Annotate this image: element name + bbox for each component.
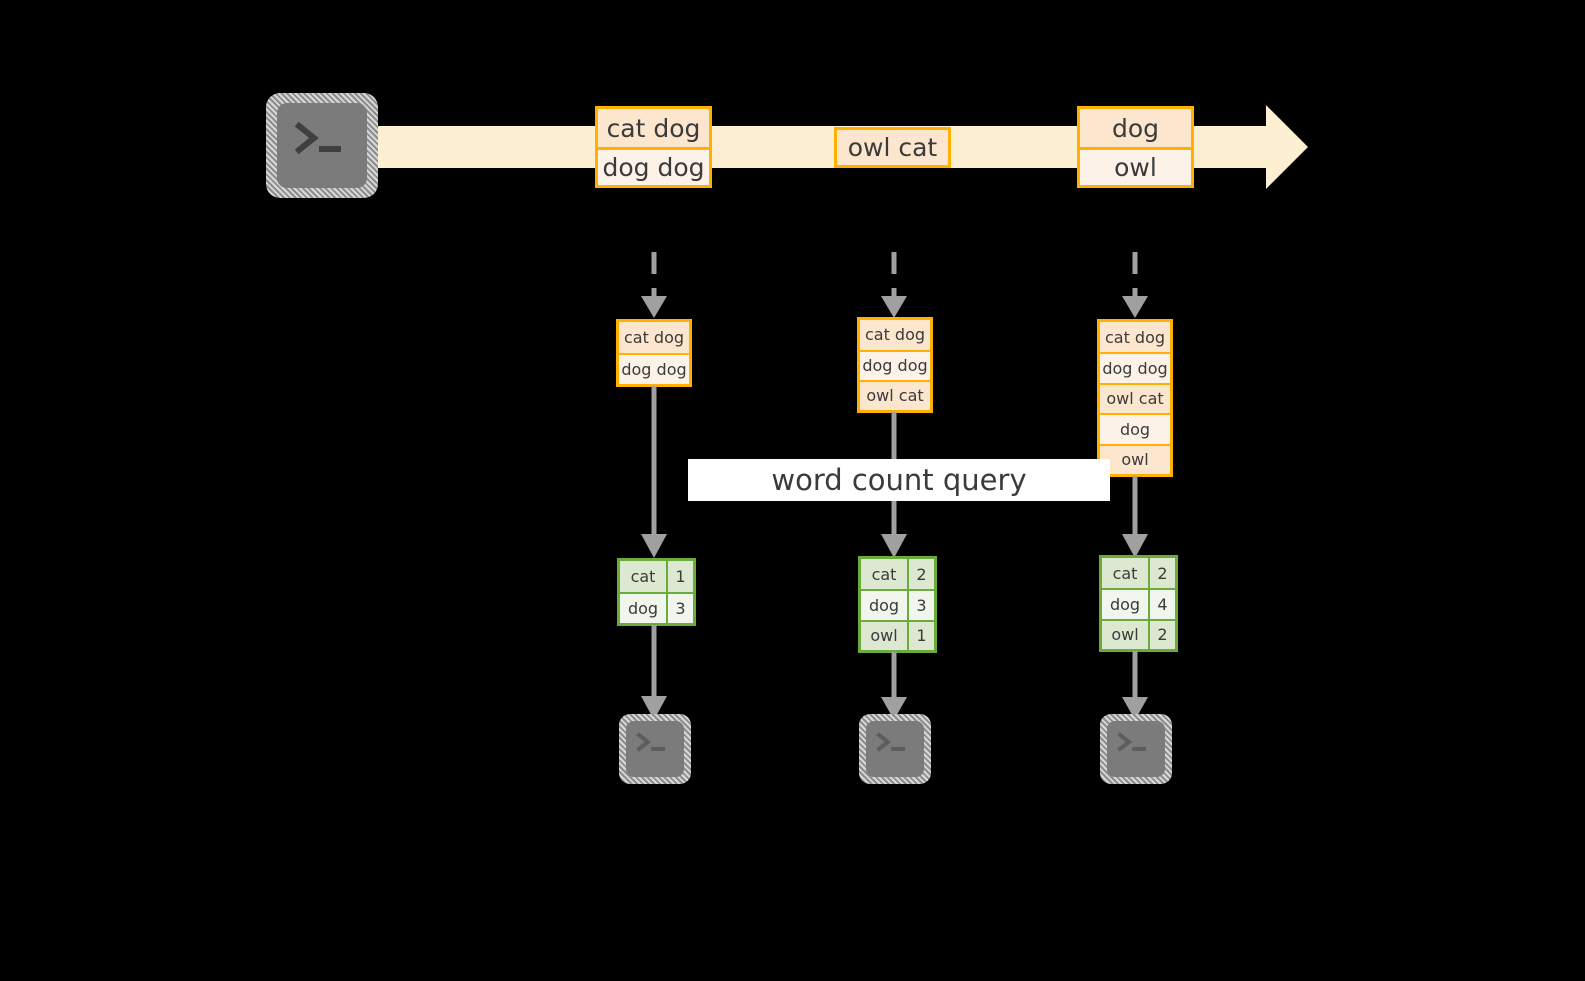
result-count: 4 [1148,590,1175,619]
result-word: cat [1102,558,1148,589]
result-table-col1[interactable]: cat 1 dog 3 [617,558,696,626]
state-row: owl cat [1100,382,1170,413]
state-row: cat dog [1104,327,1166,347]
table-row: dog 3 [861,589,934,620]
state-row: owl cat [860,379,930,410]
result-count: 3 [666,594,693,623]
stream-message-3[interactable]: dog owl [1077,106,1194,188]
terminal-prompt-icon [636,732,665,752]
state-row: owl [1100,443,1170,474]
stream-message-line: owl cat [847,133,938,162]
sink-arrow-col2 [881,652,907,720]
table-row: cat 1 [620,561,693,592]
query-arrow-col3 [1122,476,1148,558]
state-stack-col3[interactable]: cat dog dog dog owl cat dog owl [1097,319,1173,477]
stream-message-line: cat dog [606,113,701,143]
sink-terminal-col2[interactable] [859,714,931,784]
dashed-arrow-col3 [1122,252,1148,318]
result-word: dog [620,594,666,623]
result-count: 1 [666,561,693,592]
result-table-col3[interactable]: cat 2 dog 4 owl 2 [1099,555,1178,652]
table-row: dog 4 [1102,588,1175,619]
sink-arrow-col3 [1122,651,1148,720]
stream-message-2[interactable]: owl cat [834,127,951,168]
result-word: dog [861,591,907,620]
result-table-col2[interactable]: cat 2 dog 3 owl 1 [858,556,937,653]
state-row: cat dog [623,328,685,347]
result-word: cat [861,559,907,590]
state-row: dog [1100,413,1170,444]
terminal-body [277,103,367,188]
state-row: dog dog [619,353,689,384]
state-stack-col1[interactable]: cat dog dog dog [616,319,692,387]
result-word: owl [1102,620,1148,649]
table-row: owl 2 [1102,618,1175,649]
stream-message-1[interactable]: cat dog dog dog [595,106,712,188]
table-row: cat 2 [1102,558,1175,589]
result-count: 2 [1148,620,1175,649]
result-count: 3 [907,591,934,620]
result-word: cat [620,561,666,592]
state-stack-col2[interactable]: cat dog dog dog owl cat [857,317,933,413]
stream-arrowhead [1266,105,1308,189]
dashed-arrow-col1 [641,252,667,318]
query-label-text: word count query [771,463,1027,497]
state-row: cat dog [864,325,926,345]
terminal-prompt-icon [294,121,341,155]
table-row: owl 1 [861,619,934,650]
table-row: cat 2 [861,559,934,590]
terminal-prompt-icon [876,732,905,752]
result-word: dog [1102,590,1148,619]
result-count: 2 [907,559,934,590]
result-count: 1 [907,621,934,650]
state-row: dog dog [860,349,930,380]
result-count: 2 [1148,558,1175,589]
sink-arrow-col1 [641,625,667,720]
result-word: owl [861,621,907,650]
sink-terminal-col1[interactable] [619,714,691,784]
terminal-prompt-icon [1117,732,1146,752]
stream-message-line: dog [1111,113,1160,143]
state-row: dog dog [1100,352,1170,383]
query-arrow-col1 [641,386,667,558]
stream-source-terminal[interactable] [266,93,378,198]
sink-terminal-col3[interactable] [1100,714,1172,784]
stream-message-line: dog dog [598,147,709,185]
query-label: word count query [688,459,1110,501]
dashed-arrow-col2 [881,252,907,318]
stream-message-line: owl [1080,147,1191,185]
table-row: dog 3 [620,592,693,623]
